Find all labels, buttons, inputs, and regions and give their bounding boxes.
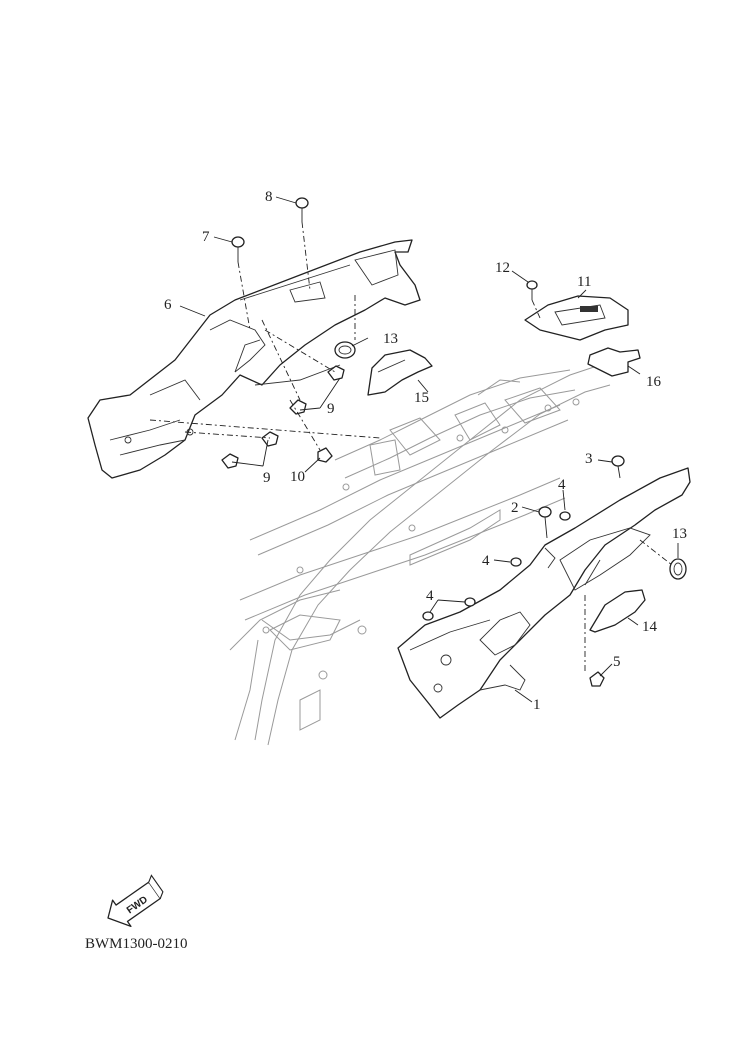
pad-part (587, 347, 641, 377)
callout-label: 10 (290, 469, 305, 485)
leader-lines (179, 196, 679, 703)
callout-label: 14 (642, 619, 658, 635)
callout-label: 8 (265, 189, 273, 205)
callout-label: 13 (672, 526, 687, 542)
left-rear-cover-part (87, 239, 421, 479)
callout-label: 15 (414, 390, 429, 406)
grommet-upper-part (334, 341, 356, 359)
bracket-part (367, 349, 433, 396)
callout-label: 13 (383, 331, 398, 347)
small-cover-part (589, 589, 646, 633)
callout-label: 2 (511, 500, 519, 516)
callout-label: 6 (164, 297, 172, 313)
assembly-lines (149, 221, 673, 672)
right-side-cover-part (397, 467, 691, 719)
callout-label: 7 (202, 229, 210, 245)
callout-label: 9 (327, 401, 335, 417)
callout-label: 4 (558, 477, 566, 493)
callout-label: 1 (533, 697, 541, 713)
rear-cover-part (524, 295, 629, 341)
reference-code: BWM1300-0210 (85, 936, 188, 952)
callout-label: 9 (263, 470, 271, 486)
grommet-right-part (669, 558, 687, 580)
callout-label: 16 (646, 374, 662, 390)
callout-label: 12 (495, 260, 510, 276)
callout-label: 4 (482, 553, 490, 569)
callout-labels: 1 2 3 4 4 4 5 6 7 8 9 9 10 11 12 13 13 1… (164, 189, 687, 713)
fasteners (221, 197, 625, 687)
motorcycle-frame (229, 364, 611, 746)
fwd-arrow-icon: FWD (107, 874, 164, 928)
callout-label: 11 (577, 274, 591, 290)
callout-label: 3 (585, 451, 593, 467)
callout-label: 5 (613, 654, 621, 670)
callout-label: 4 (426, 588, 434, 604)
